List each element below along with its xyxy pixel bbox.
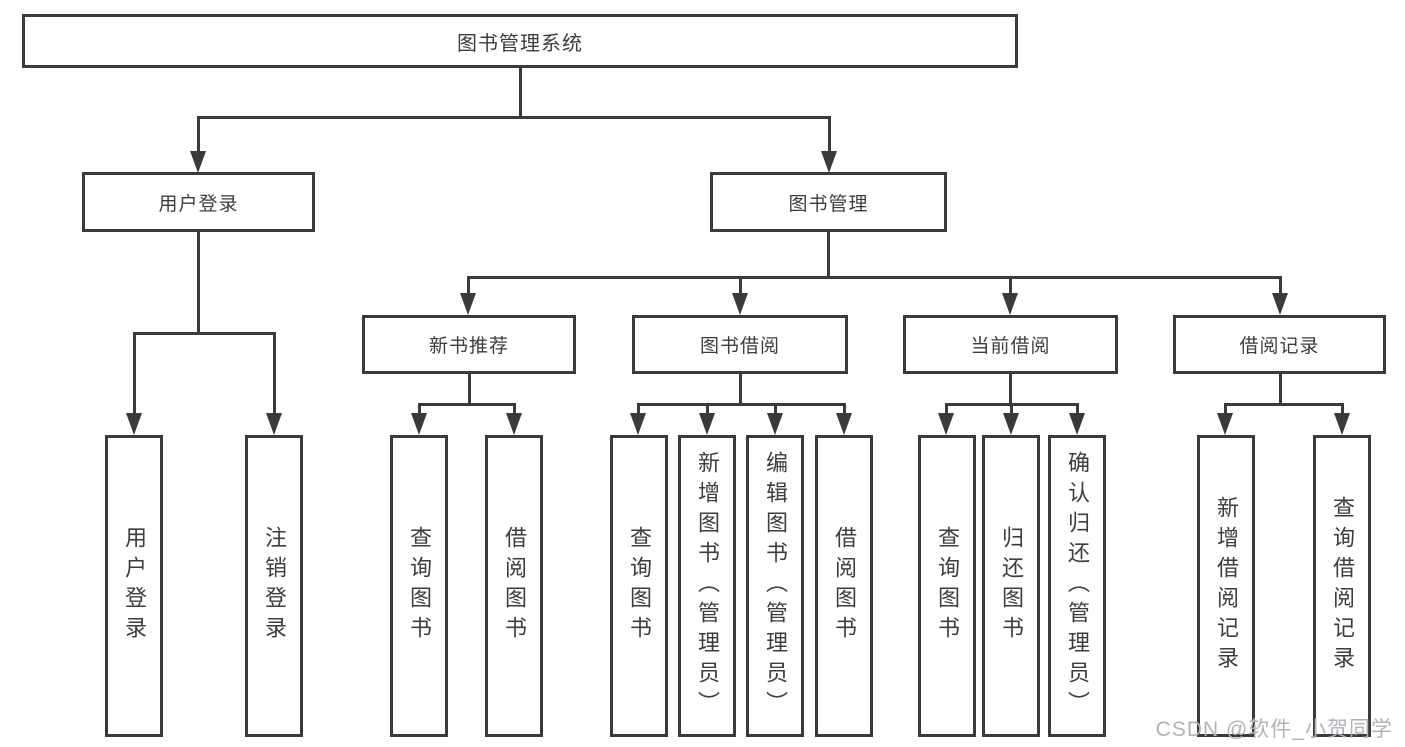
edge-stem [513, 403, 516, 415]
arrowhead-query-books-recommend [411, 413, 427, 435]
edge-userlogin-hline [133, 332, 276, 335]
arrowhead-edit-books-admin [767, 413, 783, 435]
arrowhead-book-borrowing [732, 293, 748, 315]
node-label: 借阅记录 [1239, 336, 1320, 357]
edge-stem-user-login [197, 116, 200, 154]
edge-stem-current-borrowing [1009, 276, 1012, 296]
node-label: 借阅图书 [832, 526, 857, 646]
node-new-book-recommend: 新书推荐 [362, 315, 576, 374]
leaf-logout: 注销登录 [245, 435, 303, 737]
leaf-query-books-current: 查询图书 [918, 435, 976, 737]
node-label: 图书借阅 [699, 336, 780, 357]
leaf-borrow-books: 借阅图书 [815, 435, 873, 737]
node-label: 编辑图书（管理员） [763, 451, 788, 721]
node-book-borrowing: 图书借阅 [632, 315, 848, 374]
node-label: 新书推荐 [428, 336, 509, 357]
leaf-user-login: 用户登录 [105, 435, 163, 737]
node-label: 图书管理系统 [457, 32, 583, 55]
arrowhead-new-book-recommend [460, 293, 476, 315]
edge-stem-leaf-user-login [133, 332, 136, 415]
leaf-query-borrow-record: 查询借阅记录 [1313, 435, 1371, 737]
node-borrow-records: 借阅记录 [1173, 315, 1386, 374]
node-book-management: 图书管理 [710, 172, 947, 232]
node-label: 图书管理 [788, 193, 869, 215]
node-label: 查询图书 [935, 526, 960, 646]
node-label: 用户登录 [122, 526, 147, 646]
leaf-query-books-recommend: 查询图书 [390, 435, 448, 737]
node-label: 借阅图书 [502, 526, 527, 646]
arrowhead-borrow-books-recommend [506, 413, 522, 435]
edge-stem [637, 403, 640, 415]
node-user-login: 用户登录 [82, 172, 315, 232]
arrowhead-add-borrow-record [1217, 413, 1233, 435]
edge-userlogin-stub [197, 231, 200, 334]
arrowhead-book-management [821, 151, 837, 173]
arrowhead-query-books-borrowing [630, 413, 646, 435]
edge-stem [1010, 403, 1013, 415]
leaf-borrow-books-recommend: 借阅图书 [485, 435, 543, 737]
edge-stem [774, 403, 777, 415]
node-label: 查询借阅记录 [1330, 496, 1355, 676]
edge-stem-new-book-recommend [467, 276, 470, 296]
leaf-edit-books-admin: 编辑图书（管理员） [746, 435, 804, 737]
edge-current-stub [1009, 373, 1012, 405]
edge-stem-book-borrowing [739, 276, 742, 296]
edge-records-stub [1279, 373, 1282, 405]
edge-root-stub [519, 67, 522, 118]
arrowhead-user-login [190, 151, 206, 173]
edge-borrowing-hline [637, 403, 846, 406]
edge-bookmgmt-hline [467, 276, 1281, 279]
node-label: 注销登录 [262, 526, 287, 646]
node-label: 用户登录 [158, 193, 239, 215]
edge-stem [1224, 403, 1227, 415]
node-label: 确认归还（管理员） [1065, 451, 1090, 721]
leaf-confirm-return-admin: 确认归还（管理员） [1048, 435, 1106, 737]
leaf-add-books-admin: 新增图书（管理员） [678, 435, 736, 737]
edge-stem [843, 403, 846, 415]
arrowhead-add-books-admin [699, 413, 715, 435]
arrowhead-leaf-user-login [126, 413, 142, 435]
edge-stem [1076, 403, 1079, 415]
edge-records-hline [1224, 403, 1344, 406]
edge-stem-leaf-logout [273, 332, 276, 415]
edge-borrowing-stub [739, 373, 742, 405]
arrowhead-query-borrow-record [1334, 413, 1350, 435]
node-label: 新增图书（管理员） [695, 451, 720, 721]
arrowhead-confirm-return-admin [1069, 413, 1085, 435]
edge-bookmgmt-stub [827, 231, 830, 278]
edge-recommend-hline [418, 403, 516, 406]
node-label: 归还图书 [999, 526, 1024, 646]
edge-stem [706, 403, 709, 415]
node-root-library-system: 图书管理系统 [22, 14, 1018, 68]
arrowhead-borrow-records [1272, 293, 1288, 315]
arrowhead-current-borrowing [1002, 293, 1018, 315]
node-label: 查询图书 [407, 526, 432, 646]
edge-stem [1341, 403, 1344, 415]
edge-stem [945, 403, 948, 415]
node-label: 新增借阅记录 [1214, 496, 1239, 676]
node-current-borrowing: 当前借阅 [903, 315, 1118, 374]
leaf-return-books: 归还图书 [982, 435, 1040, 737]
edge-recommend-stub [468, 373, 471, 405]
edge-stem [418, 403, 421, 415]
node-label: 当前借阅 [970, 336, 1051, 357]
arrowhead-borrow-books [836, 413, 852, 435]
arrowhead-query-books-current [938, 413, 954, 435]
leaf-query-books-borrowing: 查询图书 [610, 435, 668, 737]
edge-stem-borrow-records [1279, 276, 1282, 296]
edge-stem-book-management [828, 116, 831, 154]
arrowhead-leaf-logout [266, 413, 282, 435]
arrowhead-return-books [1003, 413, 1019, 435]
node-label: 查询图书 [627, 526, 652, 646]
leaf-add-borrow-record: 新增借阅记录 [1197, 435, 1255, 737]
edge-root-hline [197, 116, 831, 119]
csdn-watermark: CSDN @软件_小贺同学 [1155, 718, 1393, 741]
